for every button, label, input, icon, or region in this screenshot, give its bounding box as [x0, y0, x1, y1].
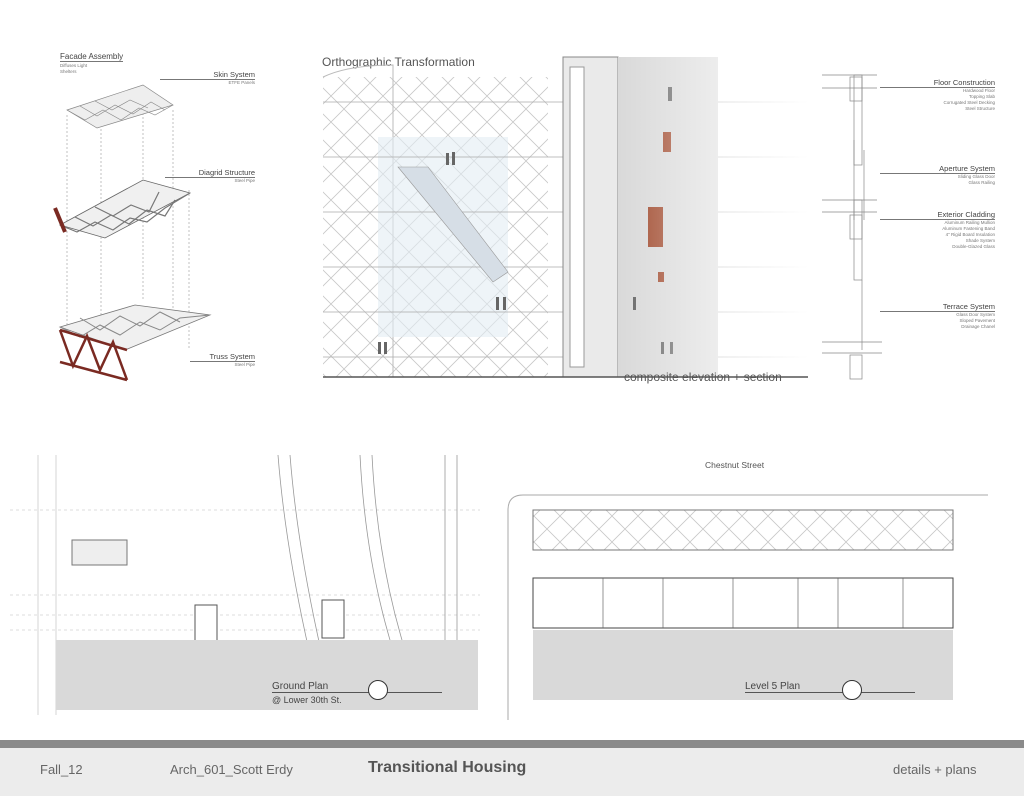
detail-floor-construction: Floor Construction Hardwood Floor Toppin…: [880, 78, 995, 112]
orthographic-title: Orthographic Transformation: [322, 55, 475, 69]
street-label: Chestnut Street: [705, 460, 765, 470]
label-skin-system: Skin System ETFE Panels: [160, 70, 255, 86]
skin-system-label: Skin System: [160, 70, 255, 80]
wall-section-details-drawing: [822, 74, 882, 380]
detail-item: Sliding Glass Door: [957, 174, 995, 179]
detail-item: Hardwood Floor: [962, 88, 995, 93]
detail-item: Shade System: [965, 238, 995, 243]
elevation-caption: composite elevation + section: [624, 370, 782, 384]
detail-title: Exterior Cladding: [880, 210, 995, 220]
truss-system-label: Truss System: [190, 352, 255, 362]
truss-system-detail: Steel Pipe: [234, 362, 255, 367]
detail-title: Aperture System: [880, 164, 995, 174]
diagrid-structure-label: Diagrid Structure: [165, 168, 255, 178]
level-5-plan-drawing: [507, 494, 988, 720]
footer-divider: [0, 740, 1024, 748]
north-arrow-icon: [842, 680, 862, 700]
level-5-plan-title: Level 5 Plan: [745, 681, 915, 693]
footer-course: Arch_601_Scott Erdy: [170, 762, 293, 777]
detail-item: Aluminum Fastening Band: [942, 226, 995, 231]
detail-item: Drainage Chanel: [961, 324, 995, 329]
detail-aperture-system: Aperture System Sliding Glass Door Glass…: [880, 164, 995, 186]
footer-sheet: details + plans: [893, 762, 977, 777]
north-arrow-icon: [368, 680, 388, 700]
detail-item: 4" Rigid Board Insulation: [945, 232, 995, 237]
facade-exploded-drawing: [53, 84, 212, 382]
facade-assembly-title: Facade Assembly: [60, 52, 124, 62]
skin-system-detail: ETFE Panels: [228, 80, 255, 85]
ground-plan-subtitle: @ Lower 30th St.: [272, 695, 342, 705]
detail-item: Topping Slab: [968, 94, 995, 99]
detail-item: Glass Door System: [956, 312, 995, 317]
label-diagrid-structure: Diagrid Structure Steel Pipe: [165, 168, 255, 184]
facade-subtitle-2: Shelters: [60, 69, 77, 74]
label-truss-system: Truss System Steel Pipe: [190, 352, 255, 368]
diagrid-structure-detail: Steel Pipe: [234, 178, 255, 183]
detail-item: Sloped Pavement: [959, 318, 995, 323]
footer-term: Fall_12: [40, 762, 83, 777]
ground-plan-drawing: [10, 454, 480, 715]
footer: Fall_12 Arch_601_Scott Erdy Transitional…: [0, 748, 1024, 796]
facade-assembly: Facade Assembly Diffuses Light Shelters: [53, 50, 315, 382]
detail-item: Double-Glazed Glass: [952, 244, 995, 249]
detail-item: Aluminum Railing Mullion: [944, 220, 995, 225]
detail-item: Steel Structure: [965, 106, 995, 111]
footer-project-title: Transitional Housing: [368, 759, 527, 776]
ground-plan-title: Ground Plan: [272, 681, 442, 693]
detail-item: Corrugated Steel Decking: [943, 100, 995, 105]
detail-item: Glass Railing: [968, 180, 995, 185]
facade-subtitle-1: Diffuses Light: [60, 63, 88, 68]
detail-title: Terrace System: [880, 302, 995, 312]
composite-elevation-section-drawing: [322, 56, 808, 392]
detail-terrace-system: Terrace System Glass Door System Sloped …: [880, 302, 995, 330]
detail-title: Floor Construction: [880, 78, 995, 88]
detail-exterior-cladding: Exterior Cladding Aluminum Railing Mulli…: [880, 210, 995, 250]
